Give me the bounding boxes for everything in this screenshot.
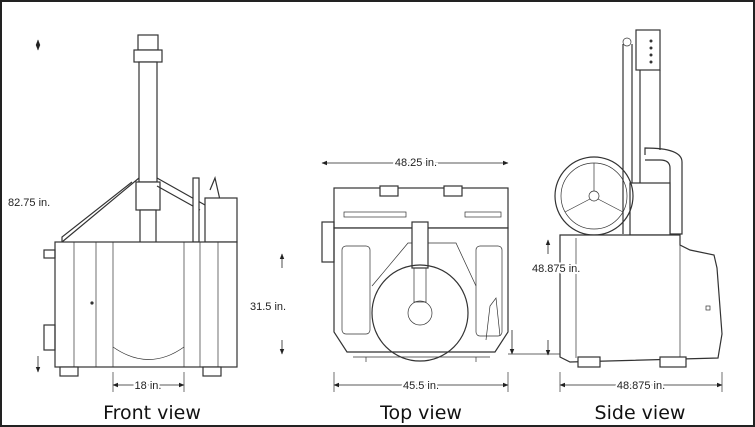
top-view-drawing <box>279 160 560 392</box>
front-view-drawing <box>35 34 238 392</box>
side-view-drawing <box>545 29 723 392</box>
top-width-label: 45.5 in. <box>403 380 439 392</box>
side-width-label: 48.875 in. <box>617 380 665 392</box>
front-width-label: 18 in. <box>135 380 162 392</box>
top-length-label: 48.25 in. <box>395 157 437 169</box>
side-height-label: 48.875 in. <box>532 263 580 275</box>
top-view-caption: Top view <box>379 402 462 424</box>
top-depth-label: 31.5 in. <box>250 301 286 313</box>
front-height-label: 82.75 in. <box>8 197 50 209</box>
front-view-caption: Front view <box>103 402 201 424</box>
side-view-caption: Side view <box>595 402 686 424</box>
